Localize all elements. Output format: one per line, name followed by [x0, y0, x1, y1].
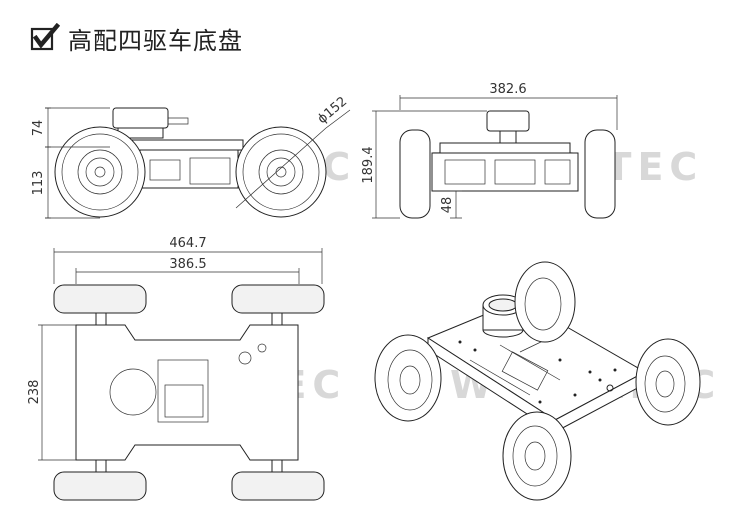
front-upper-height: 74 [31, 120, 46, 137]
front-view: WHEELTEC 74 113 [31, 94, 351, 219]
top-wheel-rear-left [53, 471, 147, 501]
front-extension-lines [45, 107, 110, 219]
top-wheel-front-left [53, 284, 147, 314]
wheel-diameter: ϕ152 [315, 94, 350, 127]
top-wheel-front-right [231, 284, 325, 314]
side-body-frame [431, 152, 579, 192]
front-lower-height: 113 [31, 171, 46, 196]
iso-motor [482, 294, 524, 338]
front-electronics [189, 157, 231, 185]
top-overall-width: 464.7 [169, 236, 206, 251]
header: 高配四驱车底盘 [30, 18, 243, 58]
iso-wheel-rear-left [502, 411, 572, 501]
top-wheel-rear-right [231, 471, 325, 501]
top-motor-circle [109, 368, 157, 416]
side-right-wheel [584, 129, 616, 219]
top-view: WHEELTEC 464.7 386.5 238 [27, 236, 340, 501]
iso-wheel-front-right [514, 261, 576, 343]
side-clearance-dim-line [450, 190, 462, 219]
isometric-view: WHEELTEC [374, 261, 715, 501]
side-top-plate [439, 142, 571, 154]
checkbox-checked-icon [30, 22, 61, 53]
top-wheelbase-dim-line [75, 268, 300, 284]
front-body-frame [139, 149, 239, 189]
side-left-wheel [399, 129, 431, 219]
front-board [149, 159, 181, 181]
front-motor-body [112, 107, 169, 129]
top-width-dim-line [53, 248, 323, 284]
side-motor-post [499, 130, 517, 144]
top-wheelbase-width: 386.5 [169, 257, 206, 272]
page-title: 高配四驱车底盘 [68, 26, 243, 55]
top-length: 238 [27, 380, 42, 405]
top-chassis-plate [75, 324, 299, 461]
side-ground-clearance: 48 [440, 197, 455, 214]
side-overall-height: 189.4 [361, 146, 376, 183]
side-overall-length: 382.6 [489, 82, 526, 97]
iso-plate-holes [458, 340, 617, 404]
side-view: WHEELTEC 382.6 189.4 48 [361, 82, 697, 219]
diameter-leader [235, 109, 351, 209]
front-right-wheel [235, 126, 327, 218]
side-length-dim-line [399, 95, 618, 130]
side-motor-body [486, 110, 530, 132]
top-length-dim-line [38, 324, 76, 461]
iso-wheel-rear-right [635, 338, 701, 426]
front-motor-cable [168, 117, 189, 125]
top-electronics [157, 359, 209, 423]
iso-wheel-front-left [374, 334, 442, 422]
side-height-dim-line [372, 110, 487, 219]
front-left-wheel [54, 126, 146, 218]
